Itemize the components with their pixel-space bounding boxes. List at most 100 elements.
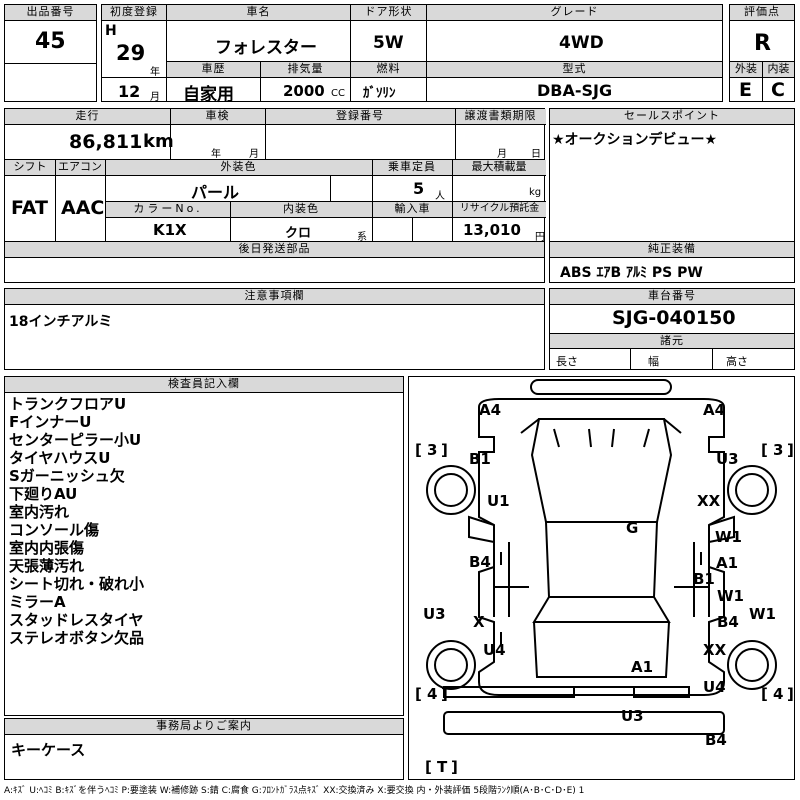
door-box: ドア形状 5W xyxy=(350,4,427,62)
ext-label: 外装 xyxy=(730,62,762,78)
damage-mark: B1 xyxy=(469,450,491,468)
svg-text:]: ] xyxy=(441,685,448,703)
model-label: 型式 xyxy=(427,62,722,78)
damage-mark: U3 xyxy=(716,450,739,468)
inspection-label: 車検 xyxy=(170,109,265,125)
score-label: 評価点 xyxy=(730,5,794,21)
svg-text:]: ] xyxy=(451,758,458,776)
insp-month: 月 xyxy=(249,149,259,160)
damage-mark: U4 xyxy=(483,641,506,659)
transfer-day: 日 xyxy=(531,149,541,160)
inspector-label: 検査員記入欄 xyxy=(5,377,403,393)
int-color-label: 内装色 xyxy=(230,202,372,218)
model-code: DBA-SJG xyxy=(537,81,613,100)
inspector-remark-line: センターピラー小U xyxy=(9,431,142,449)
capacity-label: 乗車定員 xyxy=(372,160,452,176)
damage-mark: W1 xyxy=(749,605,776,623)
inspector-remark-line: スタッドレスタイヤ xyxy=(9,611,144,629)
office-label: 事務局よりご案内 xyxy=(5,719,403,735)
inspector-remark-line: タイヤハウスU xyxy=(9,449,111,467)
km-unit: km xyxy=(143,131,174,152)
spec-label: 諸元 xyxy=(550,333,794,349)
tire-front-left-grade: 3 xyxy=(427,441,437,459)
damage-mark: B4 xyxy=(717,613,739,631)
sales-point: ★オークションデビュー★ xyxy=(552,132,718,148)
capacity: 5 xyxy=(413,179,425,198)
svg-text:[: [ xyxy=(761,441,768,459)
inspector-remark-line: 下廻りAU xyxy=(9,485,78,503)
damage-mark: A1 xyxy=(716,554,738,572)
inspector-remark-line: ミラーA xyxy=(9,593,66,611)
chassis-number: SJG-040150 xyxy=(612,307,736,329)
ac: AAC xyxy=(61,197,105,219)
svg-text:[: [ xyxy=(415,685,422,703)
int-score: C xyxy=(771,79,785,101)
ext-box: 外装 E xyxy=(729,61,763,102)
tire-rear-left-grade: 4 xyxy=(427,685,437,703)
car-name: フォレスター xyxy=(215,38,317,58)
later-label: 後日発送部品 xyxy=(5,242,544,258)
damage-mark: B4 xyxy=(469,553,491,571)
grade-box: グレード 4WD xyxy=(426,4,723,62)
inspector-remark-line: トランクフロアU xyxy=(9,395,127,413)
caution-box: 注意事項欄 18インチアルミ xyxy=(4,288,545,370)
mileage-label: 走行 xyxy=(5,109,170,125)
era: H xyxy=(105,23,117,39)
capacity-unit: 人 xyxy=(435,191,445,202)
history: 自家用 xyxy=(183,85,234,105)
damage-mark: A1 xyxy=(631,658,653,676)
color-no: K1X xyxy=(153,221,187,239)
displacement-box: 排気量 2000 CC xyxy=(260,61,351,102)
lot-number: 45 xyxy=(35,29,66,54)
score: R xyxy=(754,31,771,56)
spec-length: 長さ xyxy=(556,355,578,368)
spec-height: 高さ xyxy=(726,355,748,368)
recycle-unit: 円 xyxy=(535,232,545,243)
damage-mark: XX xyxy=(703,641,727,659)
svg-text:[: [ xyxy=(761,685,768,703)
damage-mark: W1 xyxy=(715,528,742,546)
tire-front-left-bracket: [ xyxy=(415,441,422,459)
ext-score: E xyxy=(739,79,752,101)
shift: FAT xyxy=(11,197,48,219)
office-box: 事務局よりご案内 キーケース xyxy=(4,718,404,780)
sales-point-box: セールスポイント ★オークションデビュー★ xyxy=(549,108,795,242)
damage-mark: U3 xyxy=(423,605,446,623)
car-name-label: 車名 xyxy=(167,5,350,21)
score-box: 評価点 R xyxy=(729,4,795,62)
year-unit: 年 xyxy=(150,67,160,78)
reg-month: 12 xyxy=(118,82,141,101)
load-unit: kg xyxy=(529,187,542,198)
chassis-box: 車台番号 SJG-040150 諸元 長さ 幅 高さ xyxy=(549,288,795,370)
shift-label: シフト xyxy=(5,160,55,176)
damage-mark: X xyxy=(473,613,485,631)
equipment: ABS ｴｱB ｱﾙﾐ PS PW xyxy=(560,265,703,281)
color: パール xyxy=(191,183,240,202)
caution-text: 18インチアルミ xyxy=(9,314,113,330)
first-reg-box: 初度登録 H 29 年 12 月 xyxy=(101,4,167,103)
inspector-remark-line: FインナーU xyxy=(9,413,92,431)
damage-mark: B4 xyxy=(705,731,727,749)
tire-rear-right-grade: 4 xyxy=(773,685,783,703)
inspector-remark-line: ステレオボタン欠品 xyxy=(9,629,145,647)
legend-text: A:ｷｽﾞ U:ﾍｺﾐ B:ｷｽﾞを伴うﾍｺﾐ P:要塗装 W:補修跡 S:錆 … xyxy=(4,786,585,796)
spare-tire-grade: T xyxy=(437,758,448,776)
equipment-box: 純正装備 ABS ｴｱB ｱﾙﾐ PS PW xyxy=(549,241,795,283)
ac-label: エアコン xyxy=(55,160,105,176)
damage-mark: XX xyxy=(697,492,721,510)
first-reg-label: 初度登録 xyxy=(102,5,166,21)
damage-mark: B1 xyxy=(693,570,715,588)
damage-mark: A4 xyxy=(703,401,725,419)
int-color: クロ xyxy=(285,226,312,241)
color-no-label: カラーNo. xyxy=(106,202,230,218)
inspector-remark-line: シート切れ・破れ小 xyxy=(9,575,145,593)
damage-mark: W1 xyxy=(717,587,744,605)
displacement-label: 排気量 xyxy=(261,62,350,78)
month-unit: 月 xyxy=(150,92,160,103)
inspector-remark-line: コンソール傷 xyxy=(9,521,100,539)
color-label: 外装色 xyxy=(105,160,372,176)
inspector-remark-line: 天張薄汚れ xyxy=(9,557,85,575)
svg-text:]: ] xyxy=(787,685,794,703)
